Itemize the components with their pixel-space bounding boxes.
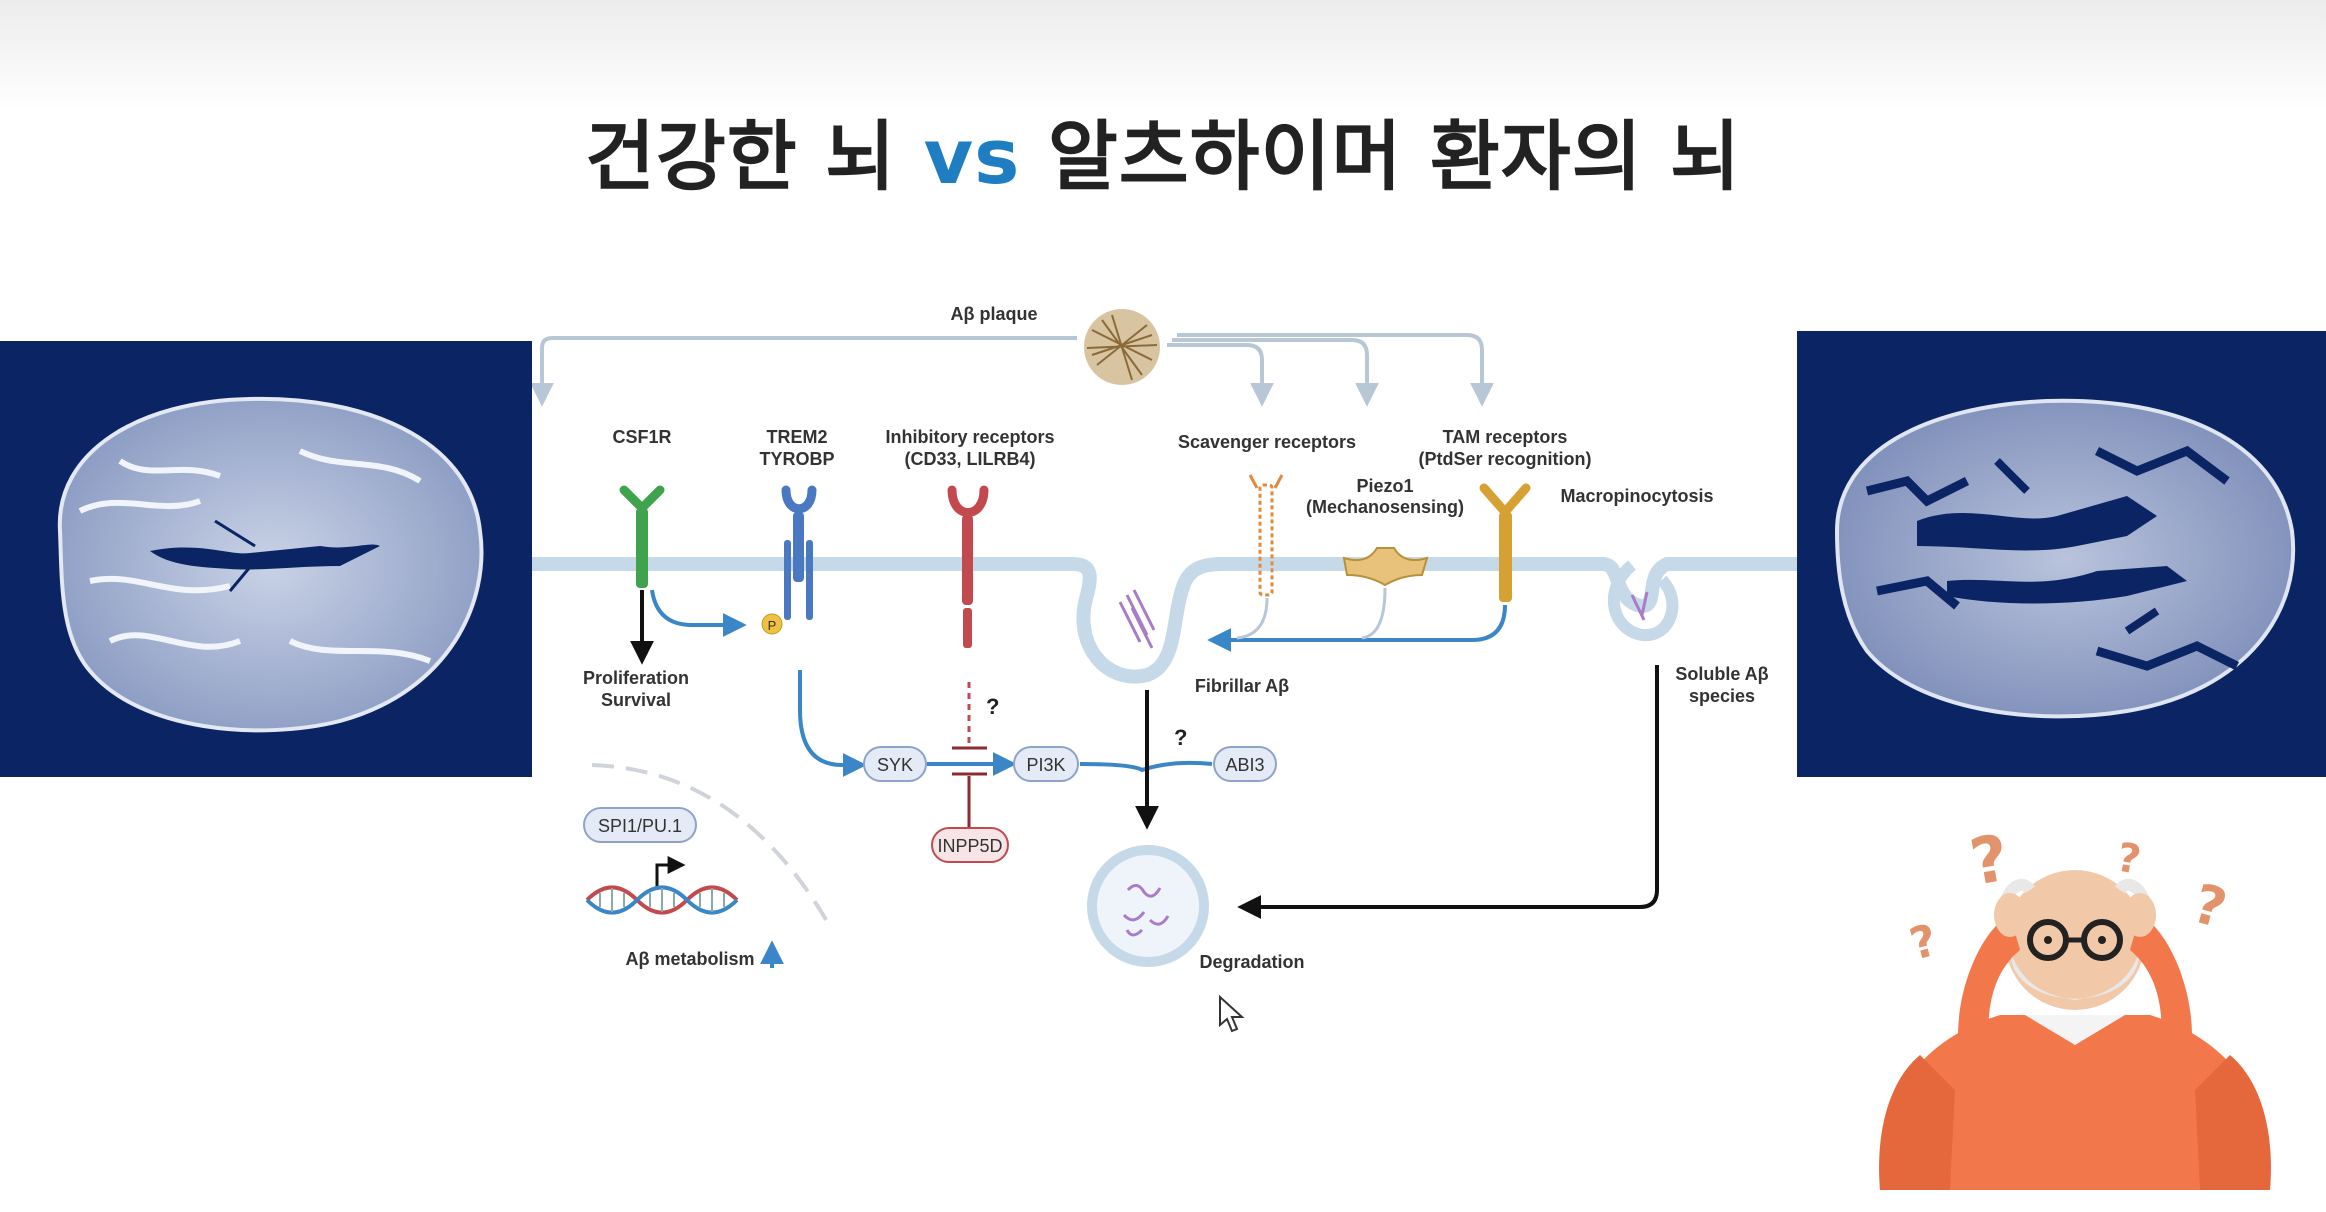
tam-label: TAM receptors <box>1443 427 1568 447</box>
inhibitory-label: Inhibitory receptors <box>885 427 1054 447</box>
trem2-receptor-icon <box>781 485 817 620</box>
spi1-node <box>583 807 697 843</box>
title-part1: 건강한 뇌 <box>584 112 924 201</box>
piezo1-sub-label: (Mechanosensing) <box>1306 497 1464 517</box>
abi3-node <box>1213 746 1277 782</box>
title-part2: 알츠하이머 환자의 뇌 <box>1020 112 1742 201</box>
syk-label: SYK <box>877 755 913 775</box>
slide-title: 건강한 뇌 vs 알츠하이머 환자의 뇌 <box>0 95 2326 205</box>
piezo1-channel-icon <box>1342 547 1429 587</box>
confused-elderly-man-icon: ? ? ? ? <box>1879 821 2271 1190</box>
macropinosome-icon <box>1630 591 1649 621</box>
scavenger-receptor-icon <box>1248 474 1284 597</box>
macropinocytosis-label: Macropinocytosis <box>1560 486 1713 506</box>
abeta-metabolism-label: Aβ metabolism <box>625 949 754 969</box>
healthy-brain-panel <box>0 341 532 777</box>
survival-label: Survival <box>601 690 671 710</box>
inhibitory-sub-label: (CD33, LILRB4) <box>904 449 1035 469</box>
soluble-label: Soluble Aβ <box>1675 664 1768 684</box>
tyrobp-label: TYROBP <box>759 449 834 469</box>
inhibitory-receptor-icon <box>947 485 989 648</box>
alzheimers-brain-panel <box>1797 331 2326 777</box>
csf1r-label: CSF1R <box>612 427 671 447</box>
tam-sub-label: (PtdSer recognition) <box>1418 449 1591 469</box>
spi1-label: SPI1/PU.1 <box>598 816 682 836</box>
fibrillar-label: Fibrillar Aβ <box>1195 676 1289 696</box>
inpp5d-label: INPP5D <box>937 836 1002 856</box>
question-mark-2: ? <box>1174 725 1187 750</box>
question-mark-1: ? <box>986 694 999 719</box>
title-vs: vs <box>923 112 1021 201</box>
pi3k-label: PI3K <box>1026 755 1065 775</box>
cell-membrane <box>532 557 1797 684</box>
svg-text:?: ? <box>1965 821 2014 900</box>
plaque-label: Aβ plaque <box>951 304 1038 324</box>
microglia-pathway-diagram: Aβ plaque CSF1R Proliferation Survival T… <box>532 304 1797 972</box>
phospho-label: P <box>768 618 777 633</box>
alzheimers-brain-icon <box>1834 398 2296 719</box>
csf1r-receptor-icon <box>619 485 665 588</box>
piezo1-label: Piezo1 <box>1356 476 1413 496</box>
soluble-sub-label: species <box>1689 686 1755 706</box>
healthy-brain-icon <box>57 396 484 733</box>
abi3-label: ABI3 <box>1225 755 1264 775</box>
scavenger-label: Scavenger receptors <box>1178 432 1356 452</box>
svg-text:?: ? <box>2187 872 2234 941</box>
degradation-label: Degradation <box>1199 952 1304 972</box>
lysosome-icon <box>1087 845 1209 967</box>
svg-text:?: ? <box>1905 915 1943 971</box>
proliferation-label: Proliferation <box>583 668 689 688</box>
tam-receptor-icon <box>1479 483 1531 602</box>
trem2-label: TREM2 <box>766 427 827 447</box>
svg-text:?: ? <box>2113 835 2144 884</box>
pi3k-node <box>1013 746 1079 782</box>
dna-helix-icon <box>585 885 739 915</box>
fibrillar-abeta-icon <box>1118 589 1156 649</box>
phospho-icon <box>761 613 783 635</box>
mouse-cursor-icon <box>1219 995 1245 1033</box>
syk-node <box>863 746 927 782</box>
inpp5d-node <box>931 827 1009 863</box>
abeta-plaque-icon <box>1084 309 1160 385</box>
